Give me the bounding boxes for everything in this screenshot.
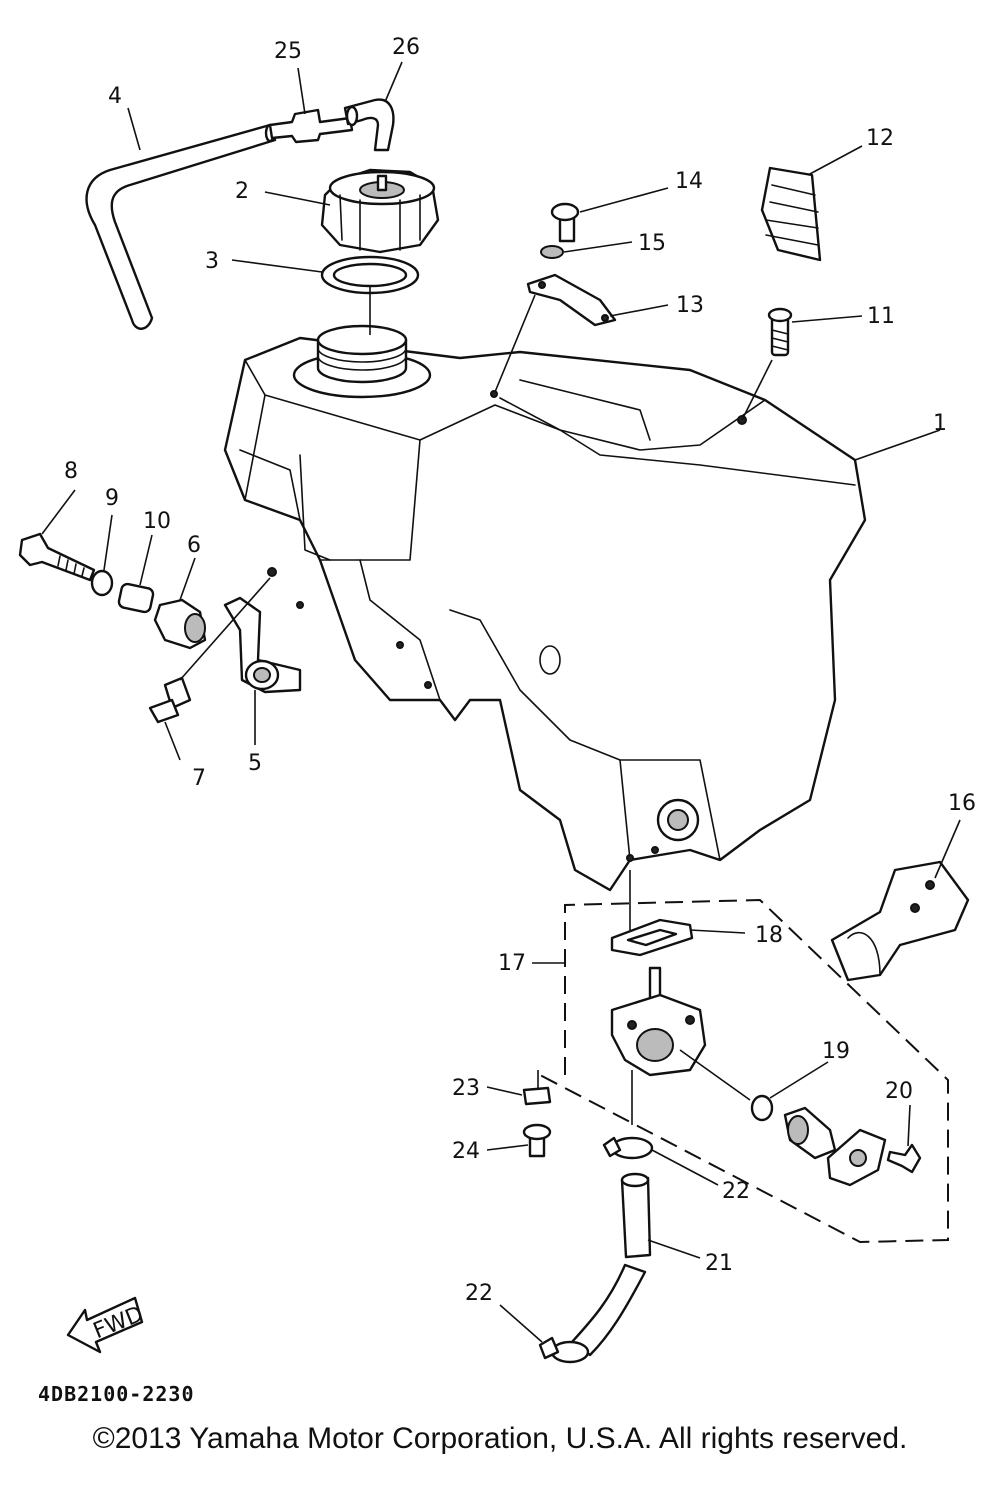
callout-3: 3 [205,249,219,274]
bolt-14 [550,202,580,243]
callout-26: 26 [392,35,420,60]
diagram-part-code: 4DB2100-2230 [38,1382,195,1406]
callout-9: 9 [105,486,119,511]
callout-5: 5 [248,751,262,776]
callout-labels: 1 2 3 4 5 6 7 8 9 10 11 12 13 14 15 16 1… [64,35,976,1306]
callout-23: 23 [452,1076,480,1101]
callout-1: 1 [933,411,947,436]
o-ring [750,1094,774,1122]
copyright-notice: ©2013 Yamaha Motor Corporation, U.S.A. A… [92,1422,908,1455]
callout-12: 12 [866,126,894,151]
callout-21: 21 [705,1251,733,1276]
callout-22-lower: 22 [465,1281,493,1306]
tank-band [760,166,822,262]
tank-bracket [223,596,302,694]
callout-11: 11 [867,304,895,329]
small-hose [343,98,395,152]
fuel-hose [570,1172,652,1357]
hose-joint [268,108,354,144]
bolt-7 [148,577,271,724]
callout-16: 16 [948,791,976,816]
callout-2: 2 [235,179,249,204]
damper [153,598,207,650]
callout-14: 14 [675,169,703,194]
fuel-cock [610,966,751,1125]
hose-clip-upper [602,1136,654,1160]
fuel-tank [223,324,867,892]
collar [117,582,155,614]
callout-19: 19 [822,1039,850,1064]
fuel-cock-group [539,898,949,1244]
washer-15 [540,245,564,259]
callout-10: 10 [143,509,171,534]
fitting-bracket [526,273,617,327]
breather-hose [85,123,277,330]
callout-8: 8 [64,459,78,484]
bolt-8 [18,532,96,582]
callout-18: 18 [755,923,783,948]
cock-gasket [610,870,694,957]
callout-15: 15 [638,231,666,256]
seat-bracket [830,860,970,982]
callout-22-upper: 22 [722,1179,750,1204]
callout-25: 25 [274,39,302,64]
callout-24: 24 [452,1139,480,1164]
fuel-cap [320,168,440,254]
callout-20: 20 [885,1079,913,1104]
callout-13: 13 [676,293,704,318]
callout-4: 4 [108,84,122,109]
screw-20 [886,1143,922,1174]
screw-24 [522,1123,552,1158]
callout-7: 7 [192,766,206,791]
callout-17: 17 [498,951,526,976]
bolt-11 [741,307,793,421]
hose-clip-lower [538,1336,590,1364]
leader-lines [41,61,961,1343]
cock-lever [783,1106,837,1160]
washer-9 [90,569,114,597]
cock-plate [826,1128,887,1187]
callout-6: 6 [187,533,201,558]
washer-23 [522,1070,552,1106]
fwd-arrow-icon: FWD [66,1296,147,1354]
